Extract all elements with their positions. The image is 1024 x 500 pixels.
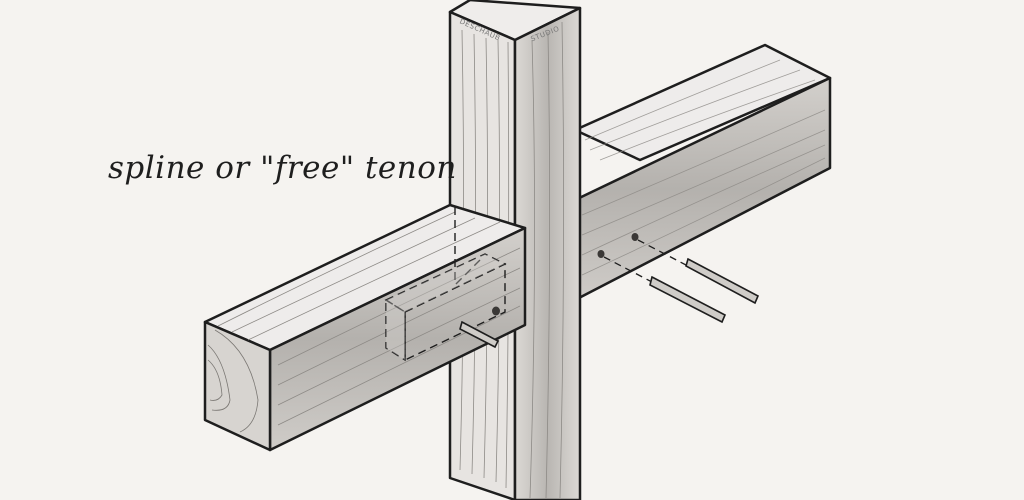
peg-lower [649, 275, 727, 324]
peg-guide-lines [603, 239, 687, 283]
right-beam [573, 43, 832, 302]
peg-upper [685, 257, 760, 305]
diagram-caption: spline or "free" tenon [108, 150, 457, 186]
end-grain [207, 329, 259, 433]
peg-in-tenon [459, 320, 500, 349]
tenon-fill [386, 254, 505, 360]
pegs [459, 257, 760, 349]
spline-tenon [384, 207, 507, 362]
left-beam [203, 203, 527, 452]
peg-holes [492, 233, 639, 316]
